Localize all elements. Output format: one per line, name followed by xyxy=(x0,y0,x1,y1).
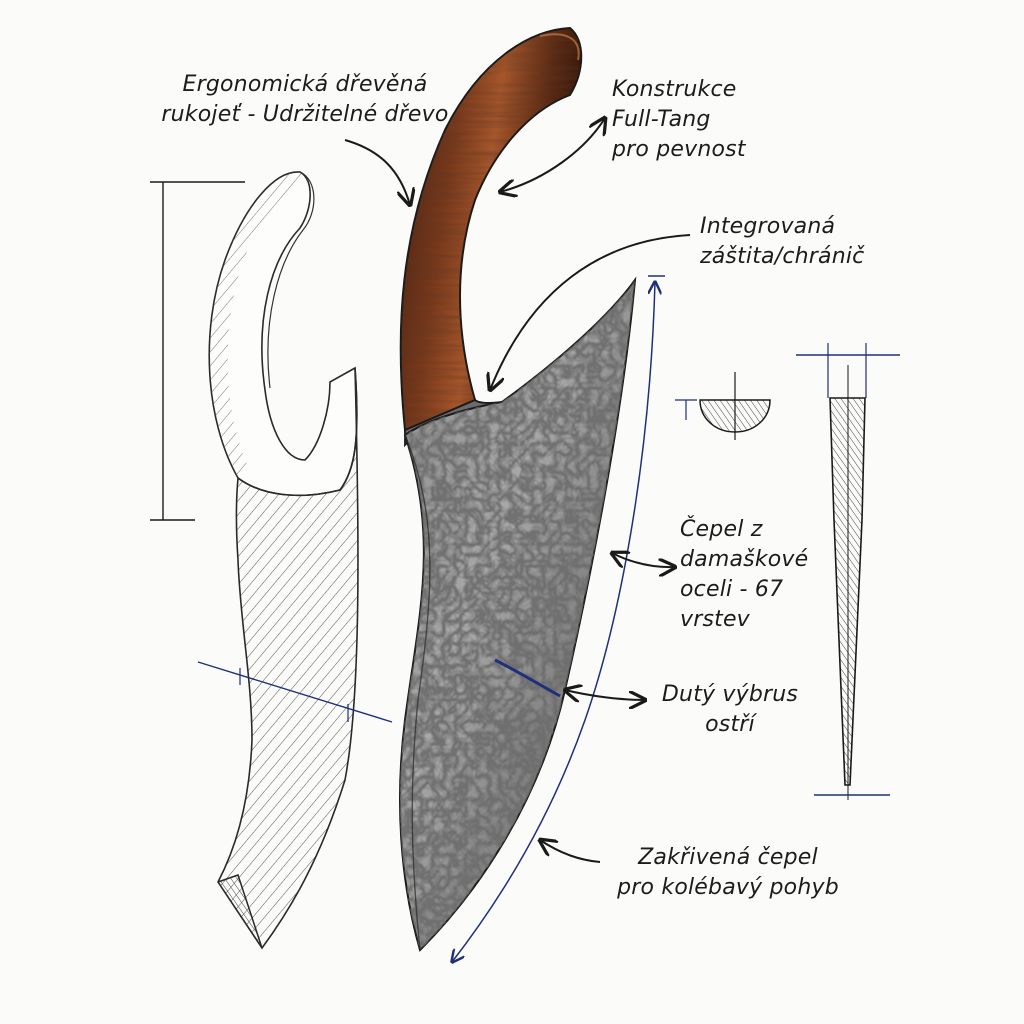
callout-arrows xyxy=(344,118,691,863)
label-tang-line2: Full-Tang xyxy=(612,107,711,132)
label-handle: Ergonomická dřevěná rukojeť - Udržitelné… xyxy=(140,70,470,130)
label-tang-line3: pro pevnost xyxy=(612,137,746,162)
arrow-bolster xyxy=(490,234,691,390)
label-handle-line1: Ergonomická dřevěná xyxy=(182,72,428,97)
label-grind-line1: Dutý výbrus xyxy=(661,682,799,707)
label-tang-line1: Konstrukce xyxy=(612,77,737,102)
arrow-handle xyxy=(344,139,410,205)
label-bolster: Integrovaná záštita/chránič xyxy=(700,212,900,272)
sketch-section-line xyxy=(197,661,393,723)
label-curve: Zakřivená čepel pro kolébavý pohyb xyxy=(598,843,858,903)
label-tang: Konstrukce Full-Tang pro pevnost xyxy=(612,75,782,165)
label-blade-steel-line1: Čepel z xyxy=(680,517,763,542)
label-blade-steel-line2: damaškové xyxy=(680,547,809,572)
cross-section-profile xyxy=(675,372,771,440)
sketch-blade-shape xyxy=(217,367,359,950)
arrow-blade-steel xyxy=(612,553,675,567)
label-bolster-line2: záštita/chránič xyxy=(700,244,865,269)
label-grind: Dutý výbrus ostří xyxy=(650,680,810,740)
label-grind-line2: ostří xyxy=(705,712,755,737)
arrow-curve xyxy=(540,840,601,863)
knife-sketch-outline xyxy=(150,171,393,950)
height-dimension-line xyxy=(150,181,245,521)
label-blade-steel-line3: oceli - 67 xyxy=(680,577,784,602)
label-bolster-line1: Integrovaná xyxy=(700,214,836,239)
label-blade-steel-line4: vrstev xyxy=(680,607,750,632)
arrow-grind xyxy=(565,690,645,700)
label-curve-line2: pro kolébavý pohyb xyxy=(617,875,839,900)
label-blade-steel: Čepel z damaškové oceli - 67 vrstev xyxy=(680,515,830,635)
label-handle-line2: rukojeť - Udržitelné dřevo xyxy=(161,102,449,127)
blade-thickness-profile xyxy=(796,343,900,800)
arrow-tang xyxy=(500,118,605,192)
label-curve-line1: Zakřivená čepel xyxy=(638,845,818,870)
